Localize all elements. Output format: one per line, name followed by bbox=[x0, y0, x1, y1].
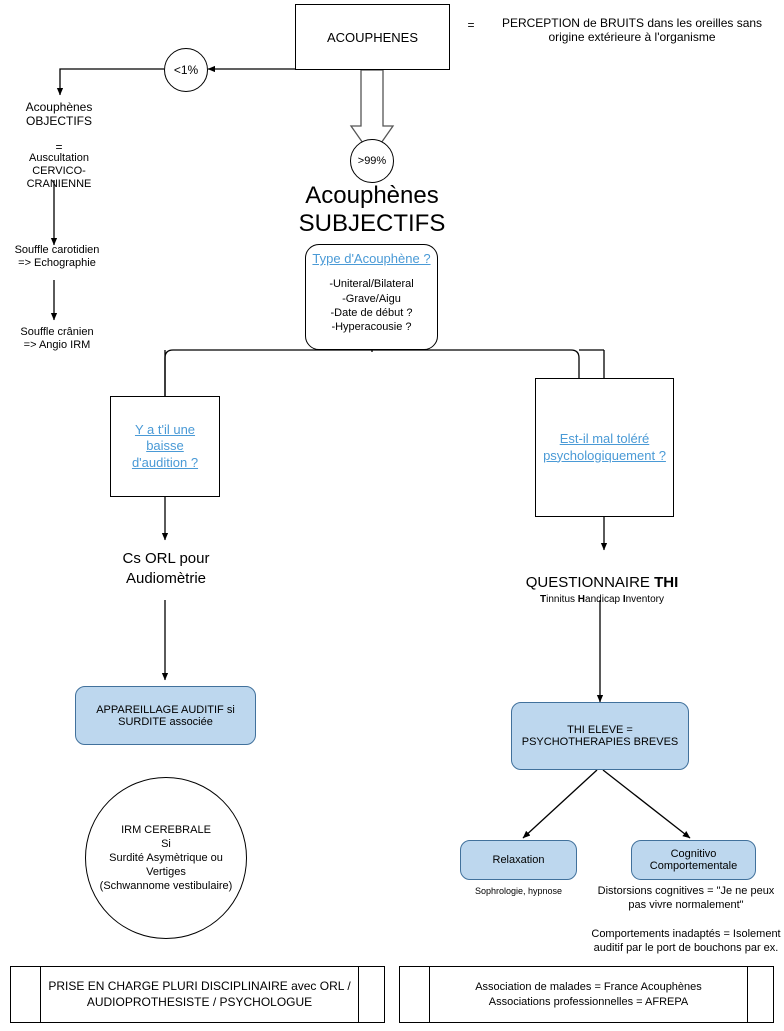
type-item-3: -Hyperacousie ? bbox=[331, 321, 412, 334]
probability-subjective-label: >99% bbox=[357, 155, 387, 167]
questionnaire-thi-expansion: Tinnitus Handicap Inventory bbox=[490, 582, 714, 606]
therapy-cbt-note: Distorsions cognitives = "Je ne peux pas… bbox=[591, 885, 781, 955]
outcome-thi-eleve-box[interactable]: THI ELEVE = PSYCHOTHERAPIES BREVES bbox=[511, 702, 689, 770]
thi-expansion-i-rest: nventory bbox=[625, 593, 664, 605]
therapy-relaxation-note: Sophrologie, hypnose bbox=[474, 886, 563, 896]
therapy-cbt-label: Cognitivo Comportementale bbox=[649, 848, 738, 872]
therapy-relaxation-label: Relaxation bbox=[492, 854, 545, 866]
therapy-cbt-box[interactable]: Cognitivo Comportementale bbox=[631, 840, 756, 880]
questionnaire-thi-acronym: THI bbox=[654, 573, 679, 591]
node-acouphenes-label: ACOUPHENES bbox=[326, 29, 419, 45]
objective-heading: Acouphènes OBJECTIFS bbox=[25, 100, 93, 129]
subjective-heading-line2: SUBJECTIFS bbox=[298, 210, 446, 237]
action-orl-audiometry: Cs ORL pour Audiomètrie bbox=[122, 550, 210, 587]
outcome-thi-eleve-label: THI ELEVE = PSYCHOTHERAPIES BREVES bbox=[521, 724, 679, 748]
type-acouphene-box[interactable]: Type d'Acouphène ? -Uniteral/Bilateral -… bbox=[305, 244, 438, 350]
subjective-heading-line1: Acouphènes bbox=[305, 182, 439, 209]
footer-left-text: PRISE EN CHARGE PLURI DISCIPLINAIRE avec… bbox=[48, 978, 351, 1009]
mri-cerebral-circle: IRM CEREBRALE Si Surdité Asymètrique ou … bbox=[85, 777, 247, 939]
objective-equals-sign: = bbox=[55, 140, 63, 154]
footer-right-outer-box: Association de malades = France Acouphèn… bbox=[399, 966, 774, 1023]
probability-objective-circle: <1% bbox=[164, 48, 208, 92]
definition-equals-sign: = bbox=[467, 18, 475, 32]
footer-left-inner-box: PRISE EN CHARGE PLURI DISCIPLINAIRE avec… bbox=[40, 967, 359, 1022]
type-item-2: -Date de début ? bbox=[330, 306, 413, 319]
thi-expansion-h-bold: H bbox=[577, 593, 586, 605]
objective-exam: Auscultation CERVICO- CRANIENNE bbox=[26, 152, 92, 190]
objective-step-cranial: Souffle crânien => Angio IRM bbox=[20, 326, 94, 351]
outcome-hearing-aid-label: APPAREILLAGE AUDITIF si SURDITE associée bbox=[96, 703, 235, 728]
question-hearing-loss-link[interactable]: Y a t'il une baisse d'audition ? bbox=[131, 422, 199, 470]
mri-cerebral-label: IRM CEREBRALE Si Surdité Asymètrique ou … bbox=[99, 823, 233, 893]
therapy-relaxation-box[interactable]: Relaxation bbox=[460, 840, 577, 880]
thi-expansion-i-bold: I bbox=[622, 593, 626, 605]
thi-expansion-t-rest: innitus bbox=[546, 593, 578, 605]
question-psych-tolerance-box[interactable]: Est-il mal toléré psychologiquement ? bbox=[535, 378, 674, 517]
type-acouphene-link[interactable]: Type d'Acouphène ? bbox=[312, 251, 431, 266]
type-item-0: -Uniteral/Bilateral bbox=[329, 278, 414, 291]
questionnaire-thi-title: QUESTIONNAIRE THI bbox=[490, 556, 714, 591]
question-psych-tolerance-link[interactable]: Est-il mal toléré psychologiquement ? bbox=[543, 431, 666, 463]
thi-expansion-h-rest: andicap bbox=[585, 593, 623, 605]
probability-subjective-circle: >99% bbox=[350, 139, 394, 183]
node-acouphenes[interactable]: ACOUPHENES bbox=[295, 4, 450, 70]
thi-expansion-t-bold: T bbox=[540, 593, 547, 605]
questionnaire-thi-prefix: QUESTIONNAIRE bbox=[525, 573, 655, 591]
type-item-1: -Grave/Aigu bbox=[342, 292, 401, 305]
outcome-hearing-aid-box[interactable]: APPAREILLAGE AUDITIF si SURDITE associée bbox=[75, 686, 256, 745]
objective-step-carotid: Souffle carotidien => Echographie bbox=[14, 244, 100, 269]
type-acouphene-items: -Uniteral/Bilateral -Grave/Aigu -Date de… bbox=[306, 277, 437, 334]
footer-left-outer-box: PRISE EN CHARGE PLURI DISCIPLINAIRE avec… bbox=[10, 966, 385, 1023]
definition-text: PERCEPTION de BRUITS dans les oreilles s… bbox=[501, 16, 763, 45]
footer-right-text: Association de malades = France Acouphèn… bbox=[475, 980, 702, 1008]
footer-right-inner-box: Association de malades = France Acouphèn… bbox=[429, 967, 748, 1022]
question-hearing-loss-box[interactable]: Y a t'il une baisse d'audition ? bbox=[110, 396, 220, 497]
probability-objective-label: <1% bbox=[173, 63, 199, 77]
